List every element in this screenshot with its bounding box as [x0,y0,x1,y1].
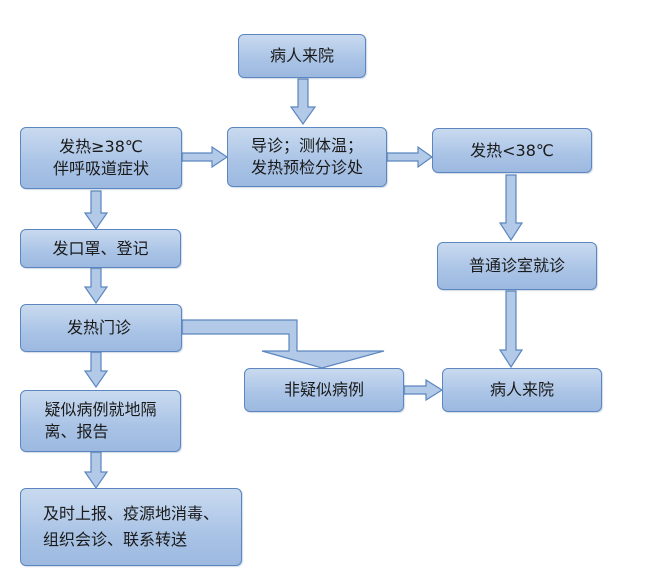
arrow-mask-to-clinic [83,267,109,305]
node-non-suspect: 非疑似病例 [244,368,404,412]
node-label: 疑似病例就地隔 离、报告 [44,400,157,441]
arrow-triage-to-fever-low [386,145,434,169]
node-suspect-isolate: 疑似病例就地隔 离、报告 [20,390,181,452]
arrow-fever-high-to-mask [83,190,109,231]
node-patient-arrival-top: 病人来院 [238,34,366,78]
arrow-suspect-to-report [83,451,109,490]
node-fever-clinic: 发热门诊 [20,304,182,352]
node-mask-register: 发口罩、登记 [20,229,181,268]
node-general-clinic: 普通诊室就诊 [437,242,597,290]
node-label: 及时上报、疫源地消毒、 组织会诊、联系转送 [42,504,219,549]
node-label: 发热≥38℃ 伴呼吸道症状 [52,137,149,178]
node-label: 病人来院 [489,380,554,399]
node-patient-arrival-bottom: 病人来院 [442,368,602,412]
node-label: 发热<38℃ [470,140,554,160]
node-label: 导诊；测体温； 发热预检分诊处 [250,136,363,177]
node-fever-high: 发热≥38℃ 伴呼吸道症状 [20,127,182,189]
node-label: 普通诊室就诊 [468,256,565,275]
node-label: 非疑似病例 [283,380,364,399]
arrow-fever-low-to-general [498,174,524,242]
arrow-arrive-to-triage [289,78,317,126]
arrow-clinic-to-non-suspect [181,319,385,369]
node-report-disinfect: 及时上报、疫源地消毒、 组织会诊、联系转送 [20,488,242,566]
node-fever-low: 发热<38℃ [432,128,592,173]
node-triage: 导诊；测体温； 发热预检分诊处 [227,127,387,187]
arrow-non-suspect-to-arrive [403,378,444,402]
node-label: 发口罩、登记 [52,238,149,258]
arrow-clinic-to-suspect [83,351,109,389]
node-label: 发热门诊 [67,318,132,337]
arrow-general-to-arrive [498,290,524,369]
node-label: 病人来院 [269,46,334,65]
arrow-fever-high-to-triage [181,145,229,169]
